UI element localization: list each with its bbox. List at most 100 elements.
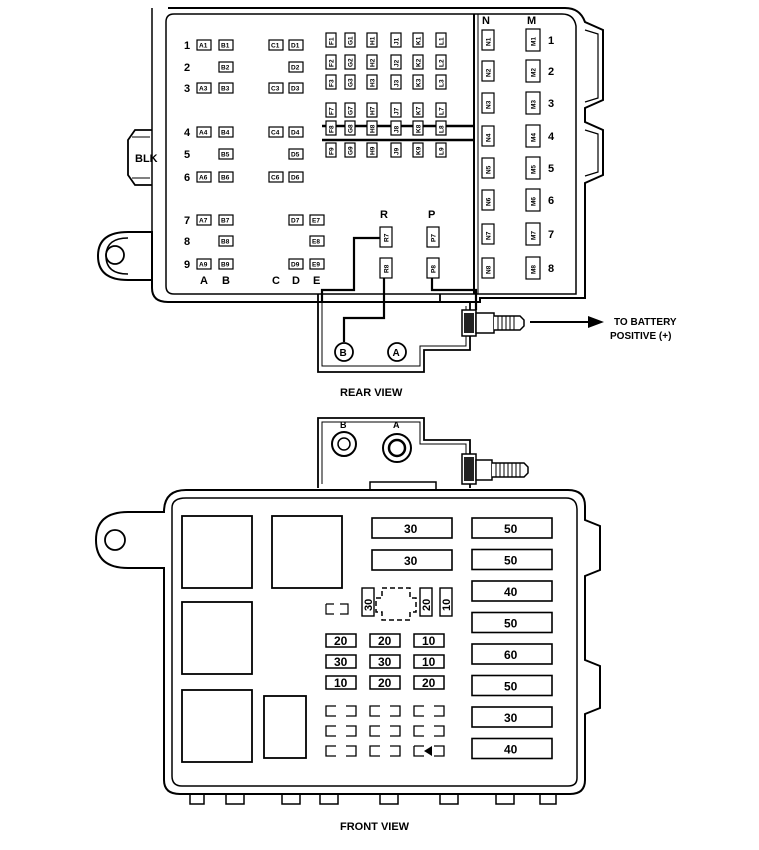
rear-cavity-label: K9	[415, 146, 422, 155]
rear-cavity	[390, 120, 402, 136]
rear-terminal-b-label: B	[340, 348, 347, 359]
rear-cavity-label: A9	[199, 262, 208, 269]
maxi-fuse-rating: 30	[504, 711, 518, 725]
maxi-fuse-rating: 50	[504, 617, 518, 631]
maxi-fuse	[371, 549, 453, 571]
rear-cavity-label: F2	[328, 59, 335, 67]
mini-fuse-vertical	[419, 587, 433, 617]
rear-lower-bracket	[317, 294, 471, 373]
mini-fuse-vertical	[361, 587, 375, 617]
rear-row-label: 1	[184, 40, 190, 52]
rear-cavity	[390, 74, 402, 90]
maxi-fuse-rating: 50	[504, 680, 518, 694]
maxi-fuse	[471, 643, 553, 665]
rear-cavity-label: A4	[199, 130, 208, 137]
rear-cavity-label: J3	[393, 79, 400, 87]
maxi-fuse-rating: 40	[504, 585, 518, 599]
rear-cavity-label: K7	[415, 106, 422, 115]
rear-cavity	[218, 148, 234, 160]
rear-cavity-m	[525, 222, 541, 246]
rear-cavity	[288, 126, 304, 138]
rear-row-label: 3	[184, 83, 190, 95]
rear-cavity	[344, 32, 356, 48]
mini-fuse-rating: 20	[422, 676, 436, 690]
battery-label-1: TO BATTERY	[614, 317, 677, 328]
rear-row-label: 8	[184, 236, 190, 248]
rear-cavity-label: H1	[369, 36, 376, 45]
rear-cavity	[218, 214, 234, 226]
rear-cavity-m	[525, 124, 541, 148]
blk-connector	[127, 129, 152, 186]
rear-row-label: 6	[184, 172, 190, 184]
rear-cavity-n	[481, 257, 495, 279]
rear-cavity	[390, 102, 402, 118]
rear-cavity	[412, 102, 424, 118]
rear-cavity-label: H2	[369, 58, 376, 67]
mini-fuse-rating: 10	[441, 599, 453, 611]
rear-right-row-label: 7	[548, 229, 554, 241]
rear-cavity-label: D4	[291, 130, 300, 137]
rear-cavity-label: N8	[486, 265, 493, 274]
relay-3	[181, 601, 253, 675]
maxi-fuse-rating: 60	[504, 648, 518, 662]
rear-cavity-label: B9	[221, 262, 230, 269]
rear-cavity	[288, 148, 304, 160]
rear-cavity	[196, 258, 212, 270]
mini-fuse-rating: 20	[378, 676, 392, 690]
rear-cavity-r	[379, 257, 393, 279]
rear-cavity-label: E9	[312, 262, 320, 269]
rear-cavity-label: A1	[199, 43, 208, 50]
rear-cavity-label: E8	[312, 239, 320, 246]
rear-cavity	[196, 39, 212, 51]
rear-cavity-label: L2	[438, 59, 445, 67]
mini-fuse	[369, 633, 401, 648]
rear-cavity-label: L3	[438, 79, 445, 87]
rear-cavity-label: R7	[384, 233, 391, 242]
rear-cavity	[218, 258, 234, 270]
maxi-fuse	[471, 674, 553, 697]
rear-cavity	[325, 142, 337, 158]
rear-cavity	[344, 120, 356, 136]
empty-mini-cavity	[413, 725, 445, 737]
rear-cavity	[288, 82, 304, 94]
maxi-fuse	[371, 517, 453, 539]
rear-cavity-label: G2	[347, 58, 354, 67]
rear-cavity-label: A7	[199, 218, 208, 225]
rear-col-label: D	[292, 275, 300, 287]
rear-cavity-n	[481, 60, 495, 82]
empty-mini-cavity	[325, 725, 357, 737]
rear-cavity	[218, 235, 234, 247]
rear-cavity-label: M5	[531, 165, 538, 174]
rear-cavity	[366, 102, 378, 118]
rear-cavity	[412, 54, 424, 70]
rear-cavity	[344, 74, 356, 90]
mini-fuse	[325, 654, 357, 669]
rear-cavity-label: H9	[369, 146, 376, 155]
maxi-fuse	[471, 580, 553, 602]
relay-5	[263, 695, 307, 759]
rear-cavity	[435, 120, 447, 136]
rear-cavity	[288, 61, 304, 73]
mini-fuse	[413, 654, 445, 669]
relay-4	[181, 689, 253, 763]
rear-cavity-label: F9	[328, 147, 335, 155]
front-terminal-b-label: B	[340, 420, 347, 430]
rear-cavity-label: M6	[531, 197, 538, 206]
rear-cavity	[268, 171, 284, 183]
rear-col-label: A	[200, 275, 208, 287]
rear-cavity	[268, 126, 284, 138]
front-housing-inner	[171, 497, 578, 787]
empty-mini-cavity	[369, 745, 401, 757]
rear-cavity	[366, 54, 378, 70]
rear-cavity-label: D6	[291, 175, 300, 182]
rear-cavity-label: N1	[486, 37, 493, 46]
rear-col-label: E	[313, 275, 320, 287]
rear-cavity-label: J7	[393, 107, 400, 115]
rear-cavity	[288, 214, 304, 226]
rear-cavity	[344, 102, 356, 118]
rear-cavity-label: L1	[438, 37, 445, 45]
mini-fuse-rating: 20	[334, 634, 348, 648]
rear-row-label: 5	[184, 149, 190, 161]
rear-cavity-label: M2	[531, 68, 538, 77]
